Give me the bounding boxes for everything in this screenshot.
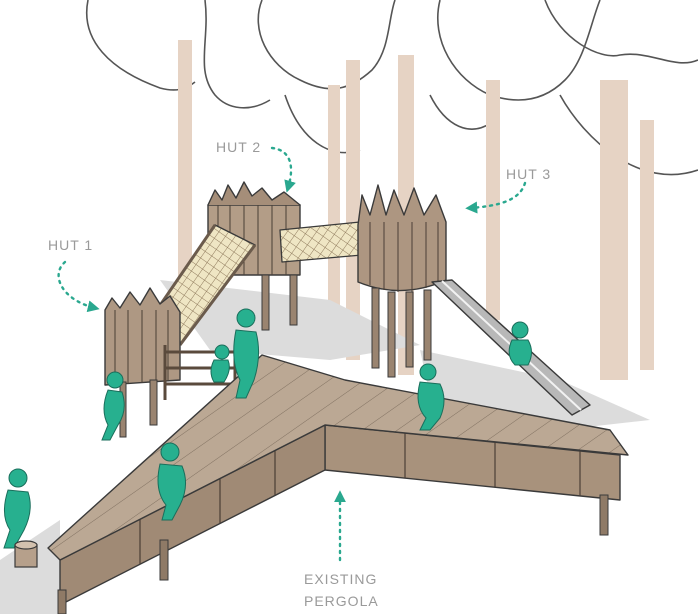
stump (14, 540, 38, 568)
child-figure-icon (3, 308, 532, 549)
hut-3 (357, 184, 447, 378)
tree-trunks (178, 40, 654, 380)
dotted-arrow-icon (57, 146, 527, 562)
pergola-deck (47, 354, 629, 614)
label-hut-2: HUT 2 (216, 139, 261, 155)
label-pergola-line-1: EXISTING (304, 571, 377, 587)
label-pergola-line-2: PERGOLA (304, 593, 379, 609)
label-hut-3: HUT 3 (506, 166, 551, 182)
label-hut-1: HUT 1 (48, 237, 93, 253)
